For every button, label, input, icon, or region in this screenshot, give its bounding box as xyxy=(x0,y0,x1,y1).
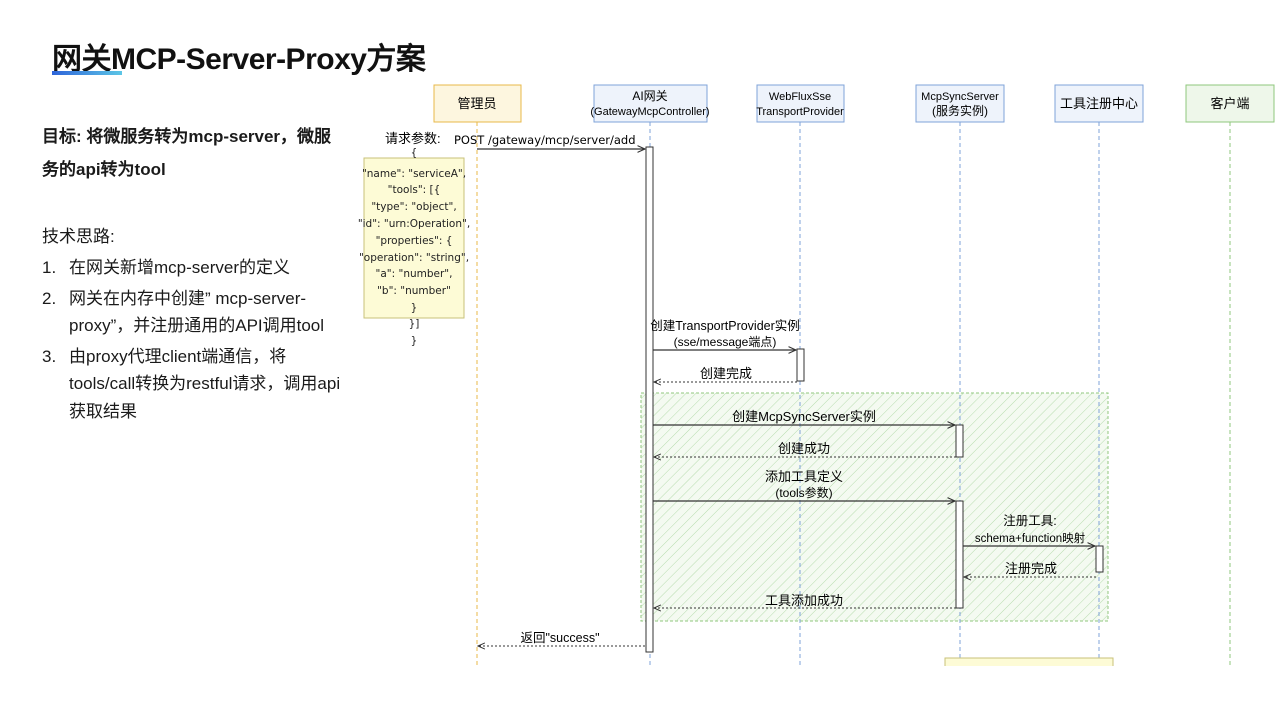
diagram-crop-mask xyxy=(0,666,1280,720)
message-create-done-label: 创建完成 xyxy=(700,366,752,381)
step-number: 1. xyxy=(42,258,57,277)
tech-heading: 技术思路: xyxy=(42,227,115,246)
participant-box xyxy=(756,84,845,123)
participant-label: 客户端 xyxy=(1210,96,1249,111)
steps-list: 1. 在网关新增mcp-server的定义 2. 网关在内存中创建” mcp-ser… xyxy=(42,254,352,428)
message-register-tool-label: 注册工具: xyxy=(1003,513,1056,528)
activation-gateway xyxy=(645,146,654,653)
json-line: "id": "urn:Operation", xyxy=(358,218,470,230)
message-post-label: POST /gateway/mcp/server/add xyxy=(454,133,636,147)
participant-label: 管理员 xyxy=(457,96,496,111)
participant-box xyxy=(433,84,522,123)
message-return-label: 返回"success" xyxy=(520,631,599,645)
json-line: } xyxy=(411,335,418,347)
json-line: "type": "object", xyxy=(371,201,456,213)
title-underline xyxy=(52,71,122,75)
participant-box xyxy=(593,84,708,123)
request-json-lines: { "name": "serviceA", "tools": [{ "type"… xyxy=(358,147,470,347)
message-register-tool-sublabel: schema+function映射 xyxy=(975,531,1086,545)
participant-box xyxy=(1054,84,1144,123)
json-line: "properties": { xyxy=(376,235,453,247)
step-text: 在网关新增mcp-server的定义 xyxy=(69,258,291,277)
request-label: 请求参数: xyxy=(385,131,441,146)
step-number: 2. xyxy=(42,288,57,308)
processing-region-hatch xyxy=(641,393,1108,621)
message-create-transport-label: 创建TransportProvider实例 xyxy=(650,318,800,333)
participant-box xyxy=(915,84,1005,123)
json-line: { xyxy=(411,147,418,159)
step-number: 3. xyxy=(42,346,57,366)
step-item: 3. 由proxy代理client端通信，将tools/call转换为restfu… xyxy=(42,343,352,426)
participant-label: WebFluxSse xyxy=(769,91,831,103)
json-line: "name": "serviceA", xyxy=(362,168,466,180)
json-line: }] xyxy=(409,318,420,330)
message-add-tool-label: 添加工具定义 xyxy=(765,469,843,484)
step-text: 网关在内存中创建” mcp-server-proxy”，并注册通用的API调用t… xyxy=(69,288,325,336)
step-text: 由proxy代理client端通信，将tools/call转换为restful请… xyxy=(69,346,341,421)
participant-label: McpSyncServer xyxy=(921,91,999,103)
json-line: } xyxy=(411,302,418,314)
message-tool-added-label: 工具添加成功 xyxy=(765,593,843,608)
participant-box xyxy=(1185,84,1275,123)
message-create-transport-sublabel: (sse/message端点) xyxy=(674,335,777,349)
participant-sublabel: TransportProvider xyxy=(756,106,844,118)
activation-mcpsync xyxy=(955,500,964,609)
participant-label: AI网关 xyxy=(632,89,667,103)
goal-text: 目标: 将微服务转为mcp-server，微服务的api转为tool xyxy=(42,127,332,179)
step-item: 1. 在网关新增mcp-server的定义 xyxy=(42,254,352,282)
message-create-mcpsync-label: 创建McpSyncServer实例 xyxy=(732,409,876,424)
step-item: 2. 网关在内存中创建” mcp-server-proxy”，并注册通用的API调… xyxy=(42,285,352,340)
message-add-tool-sublabel: (tools参数) xyxy=(775,485,832,500)
json-line: "operation": "string", xyxy=(359,252,469,264)
participant-sublabel: (GatewayMcpController) xyxy=(590,106,709,118)
participant-label: 工具注册中心 xyxy=(1060,96,1138,111)
json-line: "b": "number" xyxy=(377,285,451,297)
participant-sublabel: (服务实例) xyxy=(932,103,988,118)
message-register-done-label: 注册完成 xyxy=(1005,561,1057,576)
message-create-success-label: 创建成功 xyxy=(778,441,830,456)
page-title: 网关MCP-Server-Proxy方案 xyxy=(52,43,426,76)
json-line: "tools": [{ xyxy=(388,184,441,196)
json-line: "a": "number", xyxy=(376,268,453,280)
activation-registry xyxy=(1095,545,1104,573)
activation-webflux xyxy=(796,348,805,382)
request-json-note xyxy=(363,157,465,319)
activation-mcpsync xyxy=(955,424,964,458)
